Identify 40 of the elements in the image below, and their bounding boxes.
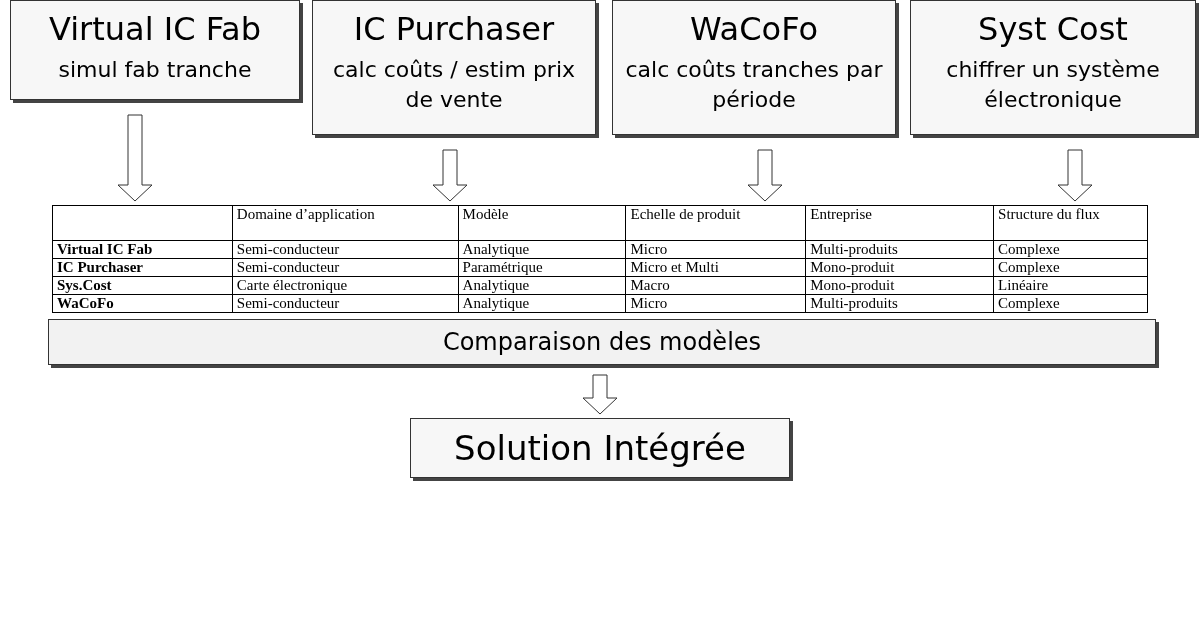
result-box: Solution Intégrée — [410, 418, 790, 478]
block-arrow — [1057, 149, 1093, 202]
table-cell: Micro — [626, 294, 806, 313]
column-header: Entreprise — [805, 205, 994, 241]
block-arrow — [117, 114, 153, 202]
table-cell: Complexe — [993, 258, 1148, 277]
table-cell: Micro et Multi — [626, 258, 806, 277]
table-cell: Analytique — [458, 276, 626, 295]
table-cell: Semi-conducteur — [232, 258, 459, 277]
column-header: Echelle de produit — [626, 205, 806, 241]
table-cell: Mono-produit — [805, 276, 994, 295]
row-header: Sys.Cost — [52, 276, 233, 295]
table-cell: Multi-produits — [805, 240, 994, 259]
model-box: IC Purchaser calc coûts / estim prix de vente — [312, 0, 596, 135]
model-box: Virtual IC Fab simul fab tranche — [10, 0, 300, 100]
column-header: Domaine d’application — [232, 205, 459, 241]
block-arrow — [582, 374, 618, 415]
table-cell: Mono-produit — [805, 258, 994, 277]
table-cell: Analytique — [458, 294, 626, 313]
table-cell: Macro — [626, 276, 806, 295]
table-cell: Carte électronique — [232, 276, 459, 295]
table-cell: Paramétrique — [458, 258, 626, 277]
column-header: Structure du flux — [993, 205, 1148, 241]
comparison-band: Comparaison des modèles — [48, 319, 1156, 365]
column-header: Modèle — [458, 205, 626, 241]
table-cell: Micro — [626, 240, 806, 259]
table-cell: Multi-produits — [805, 294, 994, 313]
table-cell: Analytique — [458, 240, 626, 259]
row-header: IC Purchaser — [52, 258, 233, 277]
table-cell: Complexe — [993, 240, 1148, 259]
table-cell: Complexe — [993, 294, 1148, 313]
table-cell: Semi-conducteur — [232, 294, 459, 313]
model-box: Syst Cost chiffrer un système électronique — [910, 0, 1196, 135]
table-cell: Semi-conducteur — [232, 240, 459, 259]
block-arrow — [432, 149, 468, 202]
model-box: WaCoFo calc coûts tranches par période — [612, 0, 896, 135]
table-cell: Linéaire — [993, 276, 1148, 295]
row-header: WaCoFo — [52, 294, 233, 313]
row-header: Virtual IC Fab — [52, 240, 233, 259]
block-arrow — [747, 149, 783, 202]
